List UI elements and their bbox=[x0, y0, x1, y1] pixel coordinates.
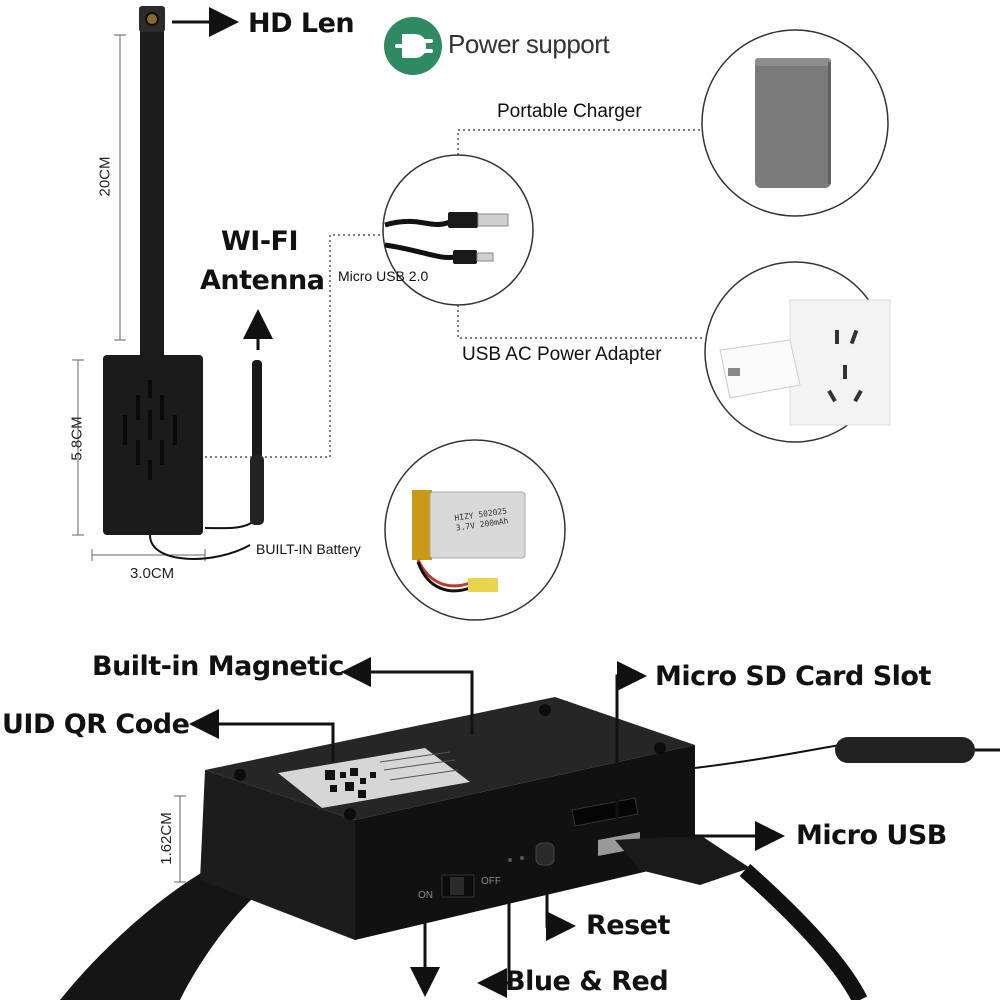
magnetic-arrow bbox=[341, 657, 474, 735]
dim-width: 3.0CM bbox=[130, 565, 175, 582]
micro-sd-slot bbox=[571, 797, 639, 827]
portable-charger-label: Portable Charger bbox=[497, 101, 642, 122]
led-red bbox=[520, 856, 524, 860]
micro-usb-cable-circle bbox=[382, 154, 534, 306]
vent-slots bbox=[123, 380, 177, 480]
power-bank-image bbox=[755, 58, 831, 188]
sd-arrow bbox=[615, 661, 647, 820]
blue-red-label: Blue & Red bbox=[505, 966, 669, 997]
reset-arrow bbox=[545, 868, 576, 941]
reset-button-shape bbox=[535, 842, 555, 866]
device-box-side bbox=[355, 745, 695, 940]
camera-ribbon-cable bbox=[140, 10, 164, 360]
power-support-label: Power support bbox=[448, 29, 610, 59]
battery-image bbox=[412, 490, 526, 593]
power-dotted-line bbox=[205, 234, 388, 458]
device-module-front bbox=[103, 355, 203, 535]
hd-len-label: HD Len bbox=[248, 8, 355, 39]
qr-arrow bbox=[189, 709, 335, 762]
wifi-label-line1: WI-FI bbox=[221, 226, 299, 257]
dim-thickness: 1.62CM bbox=[157, 812, 175, 865]
antenna-wire-right bbox=[694, 744, 841, 769]
usb-cable-image bbox=[384, 212, 509, 264]
reset-label: Reset bbox=[586, 910, 670, 941]
wifi-label-line2: Antenna bbox=[200, 265, 325, 296]
qr-code-pattern bbox=[325, 768, 376, 798]
plug-icon bbox=[395, 34, 433, 58]
wall-outlet-image bbox=[719, 299, 891, 426]
charger-dotted-line bbox=[457, 129, 700, 160]
svg-text:OFF: OFF bbox=[481, 876, 501, 887]
dim-cable-length: 20CM bbox=[96, 156, 114, 197]
svg-text:ON: ON bbox=[418, 890, 433, 901]
micro-usb-label: Micro USB bbox=[796, 820, 947, 851]
usb-cable bbox=[739, 864, 868, 1000]
adapter-dotted-line bbox=[457, 300, 705, 339]
uid-qr-code-label: UID QR Code bbox=[2, 709, 190, 740]
antenna-tube-right bbox=[835, 737, 975, 763]
built-in-battery-label: BUILT-IN Battery bbox=[256, 541, 361, 557]
wifi-antenna-wire bbox=[204, 519, 256, 530]
battery-wire bbox=[149, 534, 251, 560]
usb-cable-plug bbox=[615, 835, 750, 885]
micro-usb-20-label: Micro USB 2.0 bbox=[338, 268, 429, 284]
built-in-magnetic-label: Built-in Magnetic bbox=[92, 651, 344, 682]
dim-height: 5.8CM bbox=[68, 416, 86, 461]
led-blue bbox=[508, 858, 512, 862]
device-ribbon-cable bbox=[60, 865, 290, 1000]
camera-lens bbox=[145, 12, 159, 26]
micro-sd-slot-label: Micro SD Card Slot bbox=[655, 661, 931, 692]
led-arrow bbox=[477, 866, 511, 998]
device-box-front bbox=[200, 770, 355, 940]
usb-ac-adapter-label: USB AC Power Adapter bbox=[462, 344, 662, 365]
